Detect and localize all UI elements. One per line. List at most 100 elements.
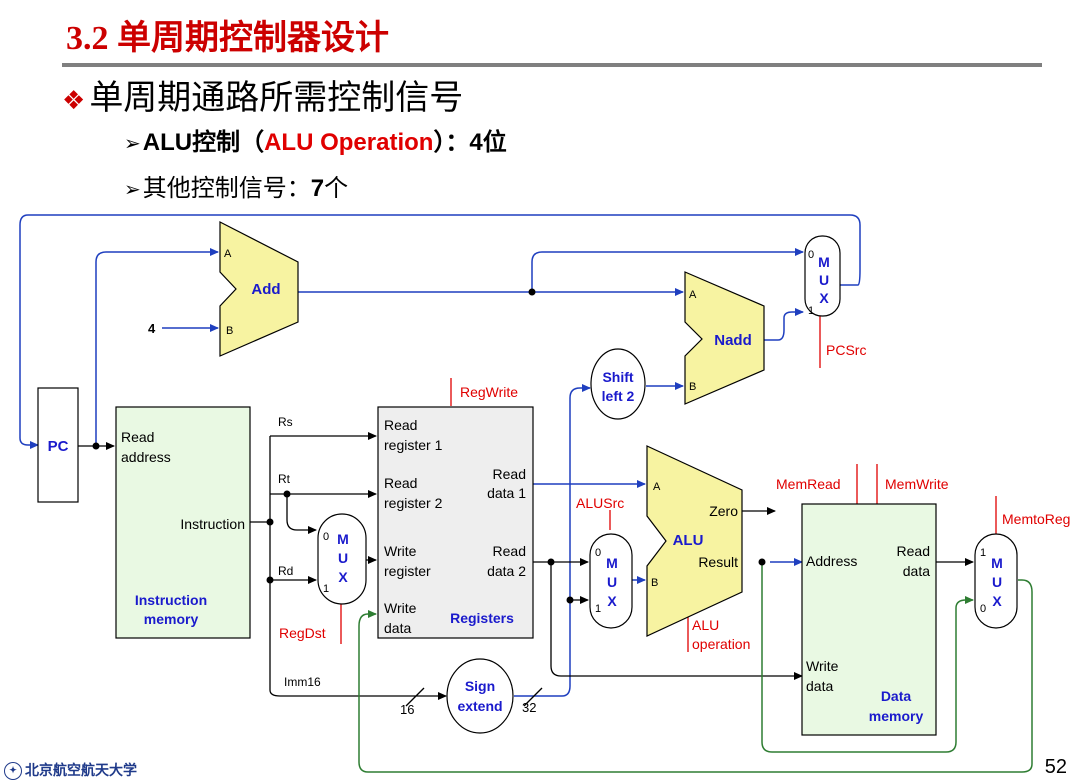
dmem-data-label: data — [903, 563, 930, 579]
sub-bullet-suffix: ）：4位 — [433, 129, 507, 156]
mux-input-1: 1 — [980, 547, 986, 559]
mux-input-1: 1 — [595, 603, 601, 615]
mux-input-0: 0 — [323, 531, 329, 543]
reg-wd-line1: Write — [384, 600, 417, 616]
registers-name: Registers — [450, 610, 514, 626]
wire-ext-to-shift — [514, 384, 591, 697]
junction-dot — [758, 558, 766, 566]
mux-letter-m: M — [337, 531, 349, 547]
ctrl-memread-label: MemRead — [776, 476, 841, 492]
sign-extend-line2: extend — [457, 698, 502, 714]
reg-rd2-line2: data 2 — [487, 563, 526, 579]
alu-input-b: B — [651, 577, 658, 589]
shift-label-line2: left 2 — [602, 388, 635, 404]
dmem-address-label: Address — [806, 553, 857, 569]
nadd-label: Nadd — [714, 332, 752, 349]
mux-input-0: 0 — [595, 547, 601, 559]
mux-letter-x: X — [338, 569, 348, 585]
reg-rr1-line2: register 1 — [384, 437, 443, 453]
reg-rd2-line1: Read — [493, 543, 526, 559]
imem-address-label: address — [121, 449, 171, 465]
junction-dot — [266, 576, 274, 584]
reg-wr-line2: register — [384, 563, 431, 579]
ctrl-alusrc-label: ALUSrc — [576, 495, 624, 511]
sub-bullet-prefix: 其他控制信号： — [142, 174, 311, 202]
imem-name-line1: Instruction — [135, 592, 207, 608]
sub-bullet-highlight: ALU Operation — [264, 129, 434, 156]
dmem-write-label: Write — [806, 658, 839, 674]
reg-rd1-line1: Read — [493, 466, 526, 482]
mux-input-1: 1 — [808, 305, 814, 317]
mux-input-0: 0 — [808, 249, 814, 261]
ctrl-memwrite-label: MemWrite — [885, 476, 949, 492]
wire-nadd-to-mux — [764, 308, 804, 341]
sign-extend-line1: Sign — [465, 678, 495, 694]
slide-title: 3.2 单周期控制器设计 — [66, 20, 389, 57]
nadd-input-b: B — [689, 381, 696, 393]
mux-input-0: 0 — [980, 603, 986, 615]
wire-imm16 — [269, 689, 447, 700]
sub-bullet-suffix: 个 — [324, 174, 349, 202]
reg-wr-line1: Write — [384, 543, 417, 559]
mux-letter-m: M — [991, 555, 1003, 571]
mux-letter-x: X — [607, 593, 617, 609]
wire-add-to-mux — [531, 248, 804, 292]
university-logo: ✦北京航空航天大学 — [4, 760, 137, 780]
shift-label-line1: Shift — [602, 369, 633, 385]
field-imm16: Imm16 — [284, 675, 321, 689]
add-unit — [219, 221, 299, 357]
main-bullet-text: 单周期通路所需控制信号 — [89, 78, 464, 118]
dmem-name-line2: memory — [869, 708, 924, 724]
university-name: 北京航空航天大学 — [25, 763, 137, 779]
mux-letter-x: X — [992, 593, 1002, 609]
arrow-bullet-icon: ➢ — [124, 177, 141, 201]
junction-dot — [528, 288, 536, 296]
ctrl-pcsrc-label: PCSrc — [826, 342, 866, 358]
reg-wd-line2: data — [384, 620, 411, 636]
junction-dot — [547, 558, 555, 566]
nadd-unit — [684, 271, 765, 405]
arrow-bullet-icon: ➢ — [124, 131, 141, 155]
wire-result-to-memtoreg — [761, 562, 974, 753]
control-labels: RegWrite RegDst ALUSrc ALU operation Mem… — [279, 342, 1070, 652]
ctrl-regwrite-label: RegWrite — [460, 384, 518, 400]
junction-dot — [92, 442, 100, 450]
alu-input-a: A — [653, 481, 661, 493]
sign-extend-unit — [446, 658, 514, 734]
imem-read-label: Read — [121, 429, 154, 445]
mux-letter-u: U — [992, 574, 1002, 590]
ctrl-regdst-label: RegDst — [279, 625, 326, 641]
main-bullet: ❖单周期通路所需控制信号 — [62, 70, 463, 119]
field-rt: Rt — [278, 472, 291, 486]
bus-width-slash-16 — [405, 687, 425, 707]
pc-label: PC — [48, 438, 69, 455]
ctrl-aluop-line2: operation — [692, 636, 750, 652]
ctrl-aluop-line1: ALU — [692, 617, 719, 633]
register-file — [377, 406, 534, 639]
alu-zero-label: Zero — [709, 503, 738, 519]
add-input-a: A — [224, 248, 232, 260]
field-rd: Rd — [278, 564, 293, 578]
dmem-wdata-label: data — [806, 678, 833, 694]
add-constant-four: 4 — [148, 321, 156, 336]
junction-dot — [266, 518, 274, 526]
pc-register — [37, 387, 79, 503]
junction-dot — [283, 490, 291, 498]
regdst-mux — [317, 513, 367, 605]
green-wires — [358, 562, 1033, 773]
imem-name-line2: memory — [144, 611, 199, 627]
mux-letter-m: M — [818, 254, 830, 270]
blue-wires — [19, 214, 861, 697]
alu-unit — [646, 445, 743, 637]
wire-rd2-to-writedata — [550, 562, 803, 680]
dmem-name-line1: Data — [881, 688, 912, 704]
add-input-b: B — [226, 325, 233, 337]
ctrl-memtoreg-label: MemtoReg — [1002, 511, 1070, 527]
mux-input-1: 1 — [323, 583, 329, 595]
page-number: 52 — [1044, 756, 1067, 778]
wire-pc-next — [19, 214, 861, 449]
wire-writeback — [358, 579, 1033, 773]
reg-rr1-line1: Read — [384, 417, 417, 433]
field-rs: Rs — [278, 415, 293, 429]
